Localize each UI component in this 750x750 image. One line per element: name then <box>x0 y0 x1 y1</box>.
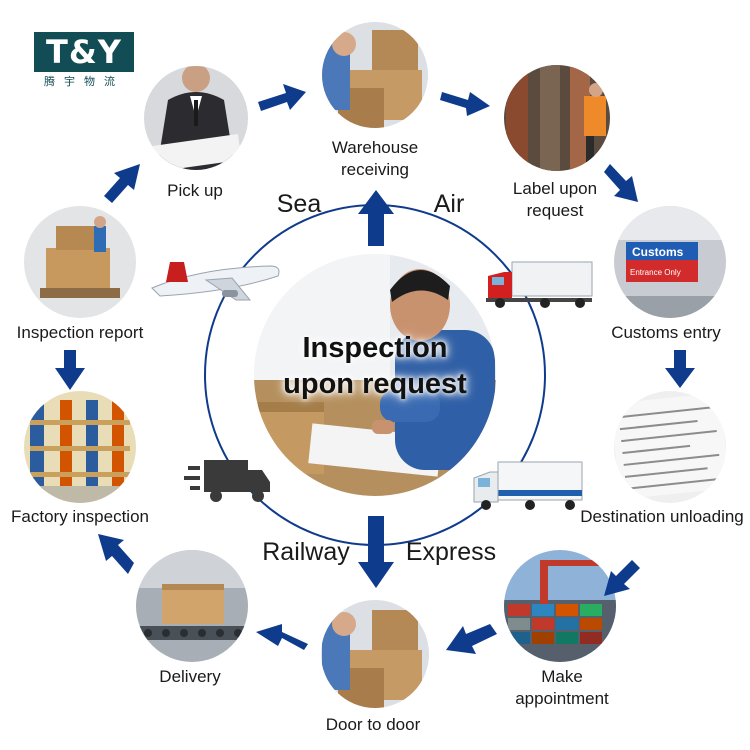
label-upon-request-photo <box>504 65 610 171</box>
arrow-delivery-to-factory-icon <box>98 534 134 574</box>
destination-unloading-photo <box>614 391 726 503</box>
label-make-appointment: Make appointment <box>515 666 609 710</box>
label-make-line1: Make <box>541 667 583 686</box>
red-truck-icon <box>486 261 593 308</box>
arrow-center-up-icon <box>358 190 394 246</box>
white-truck-icon <box>473 461 583 510</box>
logo-subtitle: 腾宇物流 <box>44 76 124 88</box>
label-label-line2: request <box>526 201 584 220</box>
door-to-door-photo <box>321 600 429 708</box>
mode-air: Air <box>433 190 465 218</box>
airplane-icon <box>151 262 280 301</box>
label-make-line2: appointment <box>515 689 609 708</box>
label-destination-unloading: Destination unloading <box>580 507 744 526</box>
center-title: Inspection upon request <box>258 330 492 402</box>
customs-sign-line1: Customs <box>632 245 684 259</box>
arrow-label-to-customs-icon <box>604 164 638 202</box>
label-warehouse-receiving: Warehouse receiving <box>332 137 418 181</box>
label-label-upon-request: Label upon request <box>513 178 597 222</box>
arrow-warehouse-to-label-icon <box>440 92 490 116</box>
logo-brand: T&Y <box>34 32 134 72</box>
inspection-report-photo <box>24 206 136 318</box>
label-door-to-door: Door to door <box>325 715 421 734</box>
mode-railway: Railway <box>262 538 350 566</box>
mode-sea: Sea <box>276 190 322 218</box>
pick-up-photo <box>144 66 248 170</box>
arrow-pickup-to-warehouse-icon <box>258 84 306 111</box>
label-delivery: Delivery <box>159 667 221 686</box>
arrow-destination-to-make-icon <box>604 560 640 596</box>
label-customs-entry: Customs entry <box>611 323 721 342</box>
fast-delivery-truck-icon <box>184 460 270 502</box>
label-pick-up: Pick up <box>167 181 223 200</box>
mode-express: Express <box>405 538 497 566</box>
customs-entry-photo: Customs Entrance Only <box>614 206 726 318</box>
label-warehouse-line2: receiving <box>340 160 410 179</box>
make-appointment-photo <box>504 550 616 662</box>
warehouse-receiving-photo <box>322 22 428 128</box>
label-warehouse-line1: Warehouse <box>331 138 419 157</box>
delivery-photo <box>136 550 248 662</box>
arrow-customs-to-destination-icon <box>665 350 695 388</box>
label-label-line1: Label upon <box>512 179 598 198</box>
factory-inspection-photo <box>24 391 136 503</box>
arrow-door-to-delivery-icon <box>256 624 308 650</box>
arrow-center-down-icon <box>358 516 394 588</box>
arrow-report-to-pickup-icon <box>104 164 140 203</box>
customs-sign-line2: Entrance Only <box>630 268 681 277</box>
label-inspection-report: Inspection report <box>16 323 144 342</box>
center-title-line2: upon request <box>283 368 467 400</box>
label-factory-inspection: Factory inspection <box>11 507 149 526</box>
brand-logo: T&Y 腾宇物流 <box>34 32 134 92</box>
arrow-make-to-door-icon <box>446 624 497 654</box>
center-title-line1: Inspection <box>302 332 448 364</box>
arrow-report-to-factory-icon <box>55 350 85 390</box>
